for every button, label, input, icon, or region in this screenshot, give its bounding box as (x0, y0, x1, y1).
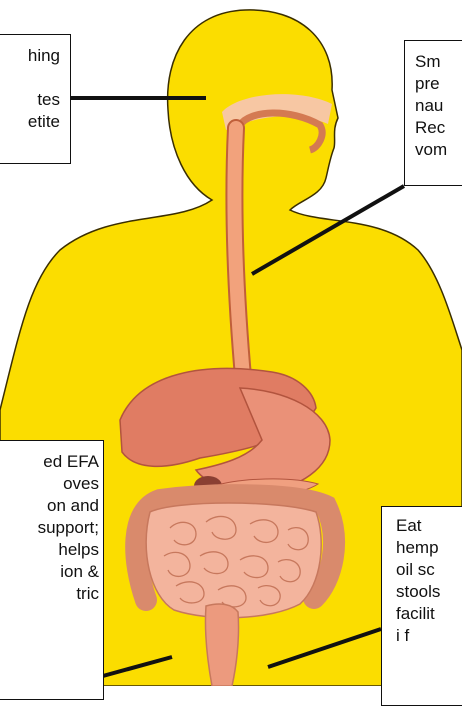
callout-line: hemp (396, 537, 462, 559)
callout-box-top-left: hing tes etite (0, 34, 71, 164)
small-intestine (146, 503, 321, 618)
callout-box-bottom-left: ed EFA oves on and support; helps ion & … (0, 440, 104, 700)
callout-line: Rec (415, 117, 462, 139)
callout-line: i f (396, 625, 462, 647)
callout-line: support; (0, 517, 99, 539)
callout-line: Sm (415, 51, 462, 73)
callout-line: tes (0, 89, 60, 111)
callout-line: tric (0, 583, 99, 605)
callout-line: ed EFA (0, 451, 99, 473)
callout-line: ion & (0, 561, 99, 583)
callout-line: stools (396, 581, 462, 603)
callout-line: nau (415, 95, 462, 117)
callout-line: oves (0, 473, 99, 495)
rectum (205, 604, 238, 686)
callout-line: helps (0, 539, 99, 561)
callout-box-top-right: Sm pre nau Rec vom (404, 40, 462, 186)
callout-line: Eat (396, 515, 462, 537)
callout-line: hing (0, 45, 60, 67)
callout-line: oil sc (396, 559, 462, 581)
callout-box-bottom-right: Eat hemp oil sc stools facilit i f (381, 506, 462, 706)
callout-line: etite (0, 111, 60, 133)
callout-line: on and (0, 495, 99, 517)
callout-line: pre (415, 73, 462, 95)
callout-line (0, 67, 60, 89)
callout-line: vom (415, 139, 462, 161)
callout-line: facilit (396, 603, 462, 625)
